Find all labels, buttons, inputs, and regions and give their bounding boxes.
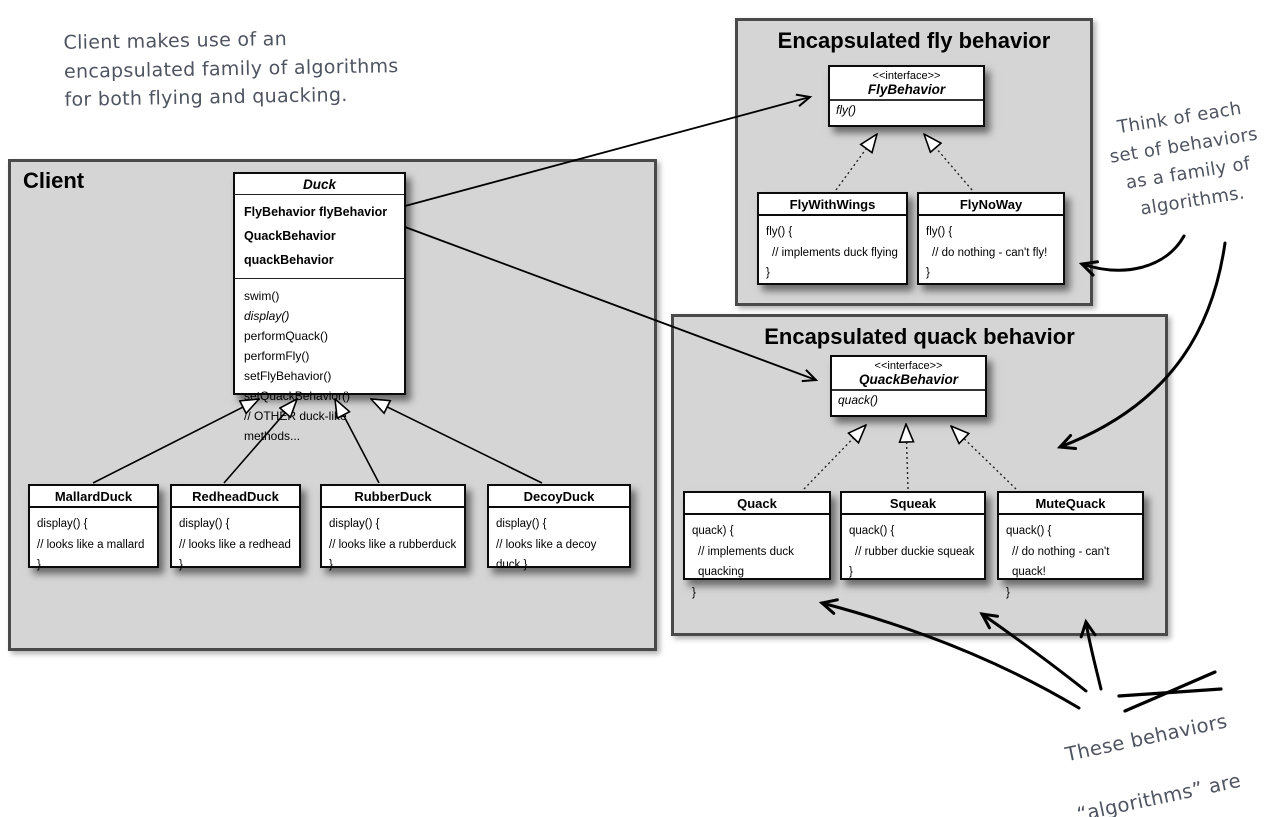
- duck-class-name: Duck: [235, 174, 404, 195]
- redheadduck-class-box: RedheadDuck display() { // looks like a …: [170, 484, 301, 571]
- flybehavior-interface-box: <<interface>> FlyBehavior fly(): [828, 65, 985, 127]
- mallardduck-class-name: MallardDuck: [30, 486, 157, 508]
- flywithwings-class-box: FlyWithWings fly() { // implements duck …: [757, 192, 908, 285]
- interchangeable-note: These behaviors “algorithms” are interch…: [1014, 668, 1279, 817]
- family-note-to-fly-arrow: [1078, 234, 1186, 277]
- duck-method: setFlyBehavior(): [244, 369, 332, 383]
- duck-methods: swim() display() performQuack() performF…: [235, 279, 404, 446]
- code-line: }: [692, 587, 696, 600]
- code-line: }: [766, 267, 770, 280]
- decoyduck-class-box: DecoyDuck display() { // looks like a de…: [487, 484, 631, 571]
- flywithwings-class-name: FlyWithWings: [759, 194, 906, 216]
- code-line: fly() {: [926, 226, 953, 238]
- flynoway-class-name: FlyNoWay: [919, 194, 1063, 216]
- quackbehavior-method: quack(): [838, 393, 879, 407]
- mallardduck-class-box: MallardDuck display() { // looks like a …: [28, 484, 159, 571]
- client-panel-title: Client: [23, 168, 85, 193]
- duck-method: performFly(): [244, 349, 310, 363]
- code-line: // implements duck quacking: [698, 545, 794, 579]
- code-line: quack() {: [1006, 525, 1052, 537]
- code-line: // looks like a redhead }: [179, 538, 291, 572]
- code-line: // looks like a mallard }: [37, 538, 145, 572]
- duck-method: setQuackBehavior(): [244, 389, 351, 403]
- rubberduck-class-name: RubberDuck: [322, 486, 464, 508]
- duck-attributes: FlyBehavior flyBehavior QuackBehavior qu…: [235, 195, 404, 279]
- quackbehavior-interface-box: <<interface>> QuackBehavior quack(): [830, 355, 987, 417]
- interface-stereotype: <<interface>>: [874, 360, 943, 372]
- duck-method: display(): [244, 309, 290, 323]
- flybehavior-interface-name: FlyBehavior: [830, 82, 983, 101]
- code-line: // looks like a decoy duck }: [496, 538, 597, 572]
- redheadduck-class-name: RedheadDuck: [172, 486, 299, 508]
- quack-class-box: Quack quack) { // implements duck quacki…: [683, 491, 831, 599]
- duck-method: swim(): [244, 289, 280, 303]
- interface-stereotype: <<interface>>: [872, 70, 941, 82]
- code-line: fly() {: [766, 226, 793, 238]
- intro-handwritten-note: Client makes use of an encapsulated fami…: [63, 28, 399, 111]
- code-line: display() {: [329, 518, 380, 530]
- code-line: // implements duck flying: [772, 246, 898, 259]
- code-line: }: [849, 566, 853, 579]
- squeak-class-box: Squeak quack() { // rubber duckie squeak…: [840, 491, 986, 580]
- code-line: }: [1006, 587, 1010, 600]
- duck-attribute: FlyBehavior flyBehavior: [244, 205, 388, 219]
- duck-attribute: QuackBehavior quackBehavior: [244, 229, 336, 267]
- decoyduck-class-name: DecoyDuck: [489, 486, 629, 508]
- flybehavior-method: fly(): [836, 103, 856, 117]
- code-line: display() {: [179, 518, 230, 530]
- squeak-class-name: Squeak: [842, 493, 984, 515]
- mutequack-class-box: MuteQuack quack() { // do nothing - can'…: [997, 491, 1144, 599]
- code-line: display() {: [496, 518, 547, 530]
- code-line: }: [926, 267, 930, 280]
- rubberduck-class-box: RubberDuck display() { // looks like a r…: [320, 484, 466, 571]
- quack-class-name: Quack: [685, 493, 829, 515]
- mutequack-class-name: MuteQuack: [999, 493, 1142, 515]
- fly-panel-title: Encapsulated fly behavior: [777, 28, 1051, 53]
- flynoway-class-box: FlyNoWay fly() { // do nothing - can't f…: [917, 192, 1065, 285]
- family-of-algorithms-note: Think of each set of behaviors as a fami…: [1108, 97, 1260, 220]
- code-line: // looks like a rubberduck }: [329, 538, 457, 572]
- code-line: quack() {: [849, 525, 895, 537]
- duck-method: // OTHER duck-like methods...: [244, 409, 347, 443]
- code-line: quack) {: [692, 525, 734, 537]
- quack-panel-title: Encapsulated quack behavior: [764, 324, 1075, 349]
- quackbehavior-interface-name: QuackBehavior: [832, 372, 985, 391]
- duck-class-box: Duck FlyBehavior flyBehavior QuackBehavi…: [233, 172, 406, 443]
- code-line: // do nothing - can't quack!: [1012, 545, 1110, 579]
- code-line: // rubber duckie squeak: [855, 545, 975, 558]
- code-line: // do nothing - can't fly!: [932, 246, 1048, 259]
- duck-method: performQuack(): [244, 329, 329, 343]
- code-line: display() {: [37, 518, 88, 530]
